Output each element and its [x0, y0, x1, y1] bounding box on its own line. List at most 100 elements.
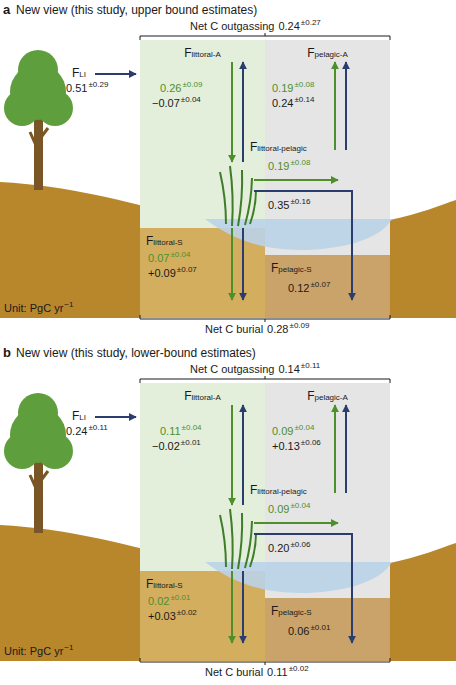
region-heading: Flittoral-A — [184, 46, 221, 60]
flux-value: +0.09 — [148, 267, 176, 280]
transfer-burial-arrow — [254, 534, 352, 643]
burial-arrow — [231, 571, 233, 643]
flux-value: +0.13 — [272, 440, 300, 453]
uncertainty-value: ±0.04 — [294, 423, 314, 433]
uncertainty-value: ±0.27 — [301, 18, 321, 28]
summary-label: Net C burial — [205, 666, 263, 679]
flux-value: 0.35 — [268, 199, 289, 212]
flux-value: 0.51 — [66, 82, 87, 95]
figure-part — [220, 515, 226, 567]
panel-title: New view (this study, lower-bound estima… — [16, 346, 256, 360]
region-heading: Fpelagic-A — [307, 389, 348, 403]
flux-value: −0.02 — [152, 440, 180, 453]
tree-crown — [18, 50, 58, 90]
flux-name: Flittoral-pelagic — [250, 140, 307, 154]
flux-value: 0.09 — [272, 425, 293, 438]
flux-region: Flittoral-A — [140, 40, 265, 228]
region-heading: Flittoral-S — [146, 234, 183, 248]
tree-crown — [4, 90, 40, 126]
emission-arrow — [242, 62, 244, 162]
panel-overlay — [95, 376, 392, 665]
uncertainty-value: ±0.01 — [181, 438, 201, 448]
figure-part — [250, 533, 256, 567]
littoral-plants — [220, 509, 256, 569]
littoral-plants — [220, 166, 256, 226]
uncertainty-value: ±0.16 — [290, 197, 310, 207]
flux-value: 0.28 — [267, 323, 288, 336]
flux-value: +0.03 — [148, 610, 176, 623]
flux-value: 0.26 — [160, 82, 181, 95]
uncertainty-value: ±0.09 — [182, 80, 202, 90]
figure-part — [230, 166, 233, 226]
flux-name: FLI — [72, 409, 86, 423]
emission-arrow — [345, 62, 347, 150]
tree-trunk — [34, 461, 43, 533]
uncertainty-value: ±0.01 — [170, 593, 190, 603]
uncertainty-value: ±0.11 — [301, 361, 320, 371]
uncertainty-value: −1 — [64, 300, 73, 310]
figure-part — [238, 513, 242, 569]
burial-bracket — [140, 658, 390, 665]
transfer-burial-arrow — [254, 191, 352, 300]
uncertainty-value: ±0.04 — [170, 250, 190, 260]
tree-crown — [18, 393, 58, 433]
uncertainty-value: ±0.08 — [294, 80, 314, 90]
lateral-input-arrow — [95, 73, 136, 75]
summary-label: Net C outgassing — [190, 363, 274, 376]
flux-value: 0.19 — [268, 160, 289, 173]
emission-arrow — [345, 405, 347, 493]
panel-letter: a — [3, 2, 10, 18]
summary-label: Net C burial — [205, 323, 263, 336]
uncertainty-value: ±0.14 — [294, 95, 314, 105]
region-heading: Fpelagic-S — [271, 604, 312, 618]
region-heading: Fpelagic-A — [307, 46, 348, 60]
tree-branch — [30, 128, 48, 150]
unit-note: Unit: PgC yr — [4, 302, 63, 315]
burial-arrow — [242, 228, 244, 300]
panel-letter: b — [3, 345, 11, 361]
uncertainty-value: ±0.07 — [310, 280, 330, 290]
emission-arrow — [242, 405, 244, 505]
flux-value: 0.24 — [66, 425, 87, 438]
uncertainty-value: ±0.04 — [290, 501, 310, 511]
figure-part — [238, 170, 242, 226]
uncertainty-value: ±0.11 — [88, 423, 107, 433]
uncertainty-value: ±0.07 — [177, 265, 197, 275]
tree-branch — [30, 471, 48, 493]
outgassing-bracket — [140, 33, 390, 40]
region-heading: Flittoral-A — [184, 389, 221, 403]
flux-value: 0.14 — [278, 363, 299, 376]
panel-overlay — [95, 33, 392, 322]
flux-value: 0.24 — [272, 97, 293, 110]
flux-value: −0.07 — [152, 97, 180, 110]
figure-part — [250, 190, 256, 224]
burial-bracket — [140, 315, 390, 322]
flux-name: Flittoral-pelagic — [250, 483, 307, 497]
summary-label: Net C outgassing — [190, 20, 274, 33]
flux-value: 0.11 — [267, 666, 288, 679]
flux-name: FLI — [72, 66, 86, 80]
uptake-arrow — [334, 405, 336, 493]
flux-value: 0.11 — [160, 425, 181, 438]
outgassing-bracket — [140, 376, 390, 383]
flux-value: 0.09 — [268, 503, 289, 516]
flux-value: 0.12 — [288, 282, 309, 295]
flux-value: 0.06 — [288, 625, 309, 638]
uptake-arrow — [231, 405, 233, 505]
uncertainty-value: ±0.04 — [181, 95, 201, 105]
tree-trunk — [34, 118, 43, 190]
panel-title: New view (this study, upper bound estima… — [16, 3, 257, 17]
flux-region: Flittoral-A — [140, 383, 265, 571]
uncertainty-value: ±0.04 — [182, 423, 202, 433]
uptake-arrow — [231, 62, 233, 162]
unit-note: Unit: PgC yr — [4, 645, 63, 658]
uncertainty-value: ±0.01 — [310, 623, 330, 633]
uncertainty-value: −1 — [64, 643, 73, 653]
uptake-arrow — [334, 62, 336, 150]
tree-crown — [37, 433, 73, 469]
lateral-input-arrow — [95, 416, 136, 418]
burial-arrow — [231, 228, 233, 300]
flux-value: 0.20 — [268, 542, 289, 555]
